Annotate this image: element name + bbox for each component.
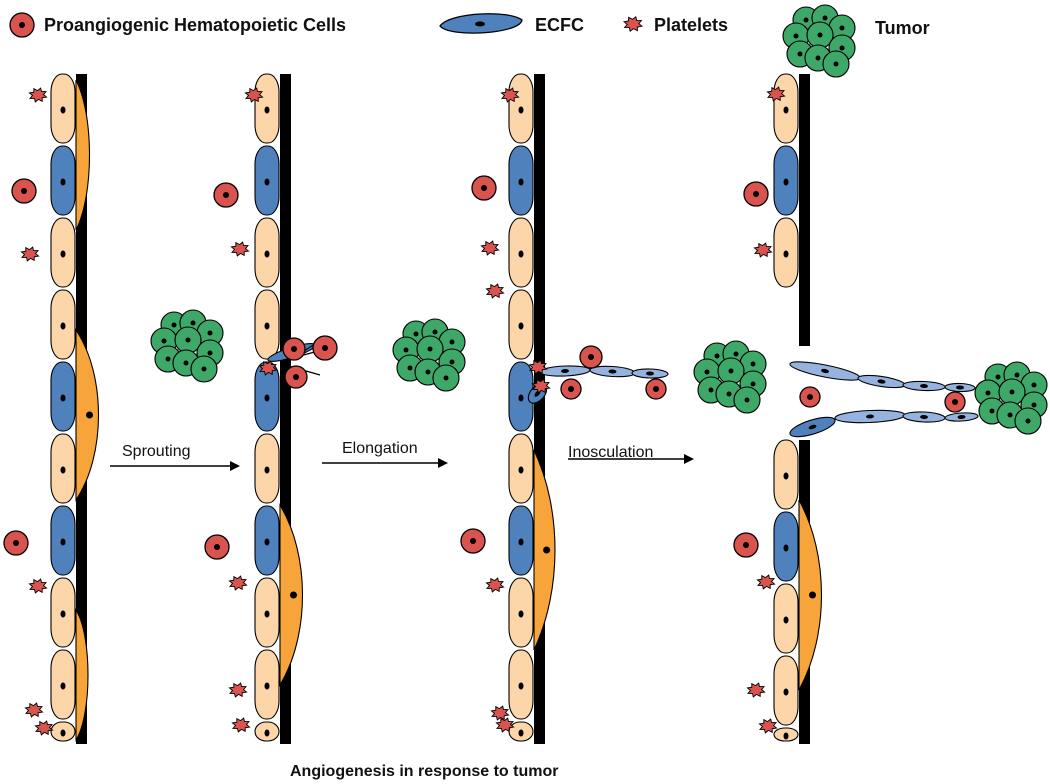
arrowhead-icon [438, 458, 448, 468]
platelet-icon [28, 578, 48, 594]
vessel-wall [534, 74, 545, 744]
platelet-icon [756, 574, 776, 590]
figure-caption: Angiogenesis in response to tumor [290, 763, 558, 780]
hematopoietic-cell-icon [944, 391, 966, 413]
hematopoietic-cell-icon [799, 386, 821, 408]
hematopoietic-cell-icon [645, 378, 667, 400]
hematopoietic-cell-icon [9, 12, 35, 38]
legend-label-hematopoietic: Proangiogenic Hematopoietic Cells [44, 15, 346, 35]
stage-label-elongation: Elongation [342, 440, 418, 457]
hematopoietic-cell-icon [284, 365, 308, 389]
endothelial-cells [50, 73, 76, 742]
tumor-icon [782, 4, 856, 78]
platelet-icon [495, 717, 515, 733]
platelet-icon [766, 86, 786, 102]
pericyte [798, 499, 822, 691]
hematopoietic-cell-icon [11, 178, 37, 204]
pericyte [75, 79, 90, 231]
ecfc-icon [902, 411, 946, 423]
ecfc-icon [589, 365, 636, 378]
tumor-icon [974, 361, 1048, 435]
platelet-icon [244, 87, 264, 103]
hematopoietic-cell-icon [560, 378, 582, 400]
pericyte [279, 503, 303, 687]
vessels-layer [50, 73, 822, 744]
hematopoietic-cell-icon [471, 175, 497, 201]
free-cells-layer [3, 86, 966, 736]
tumor-icon [150, 309, 224, 383]
ecfc-icon [944, 382, 976, 393]
stage-label-sprouting: Sprouting [122, 443, 191, 460]
hematopoietic-cell-icon [460, 528, 486, 554]
legend-label-platelets: Platelets [654, 15, 728, 35]
endothelial-cells [508, 73, 534, 742]
pericyte [533, 449, 556, 651]
platelet-icon [622, 16, 644, 32]
hematopoietic-cell-icon [204, 534, 230, 560]
legend-hematopoietic-icon [9, 12, 35, 38]
ecfc-icon [631, 368, 669, 379]
hematopoietic-cell-icon [213, 182, 239, 208]
platelet-icon [746, 682, 766, 698]
platelet-icon [480, 240, 500, 256]
ecfc-icon [857, 374, 906, 389]
arrow-sprouting: Sprouting [110, 443, 240, 471]
tumors-layer [150, 4, 1048, 435]
platelet-icon [28, 87, 48, 103]
platelet-icon [485, 283, 505, 299]
platelet-icon [490, 705, 510, 721]
platelet-icon [34, 720, 54, 736]
vessel-wall [280, 74, 291, 744]
hematopoietic-cell-icon [282, 337, 306, 361]
platelet-icon [531, 378, 551, 394]
legend-platelet-icon [622, 16, 644, 32]
platelet-icon [753, 242, 773, 258]
ecfc-icon [789, 361, 861, 381]
stage-label-inosculation: Inosculation [568, 444, 653, 461]
platelet-icon [758, 718, 778, 734]
endothelial-cells [773, 73, 799, 742]
arrowhead-icon [684, 454, 694, 464]
legend-label-tumor: Tumor [875, 18, 930, 38]
hematopoietic-cell-icon [733, 532, 759, 558]
sprouts-layer [267, 341, 979, 438]
platelet-icon [24, 702, 44, 718]
platelet-icon [485, 577, 505, 593]
platelet-icon [228, 682, 248, 698]
arrow-elongation: Elongation [322, 440, 448, 468]
platelet-icon [500, 87, 520, 103]
platelet-icon [228, 575, 248, 591]
platelet-icon [528, 359, 548, 375]
ecfc-icon [439, 13, 523, 34]
hematopoietic-cell-icon [743, 181, 769, 207]
legend: Proangiogenic Hematopoietic Cells ECFC P… [9, 12, 930, 38]
platelet-icon [230, 241, 250, 257]
arrowhead-icon [230, 461, 240, 471]
hematopoietic-cell-icon [579, 345, 603, 369]
arrow-inosculation: Inosculation [568, 444, 694, 464]
platelet-icon [258, 360, 278, 376]
legend-ecfc-icon [439, 13, 523, 34]
legend-label-ecfc: ECFC [535, 15, 584, 35]
hematopoietic-cell-icon [312, 335, 338, 361]
ecfc-icon [944, 412, 979, 422]
tumor-icon [693, 340, 767, 414]
hematopoietic-cell-icon [3, 530, 29, 556]
pericyte [75, 608, 89, 742]
ecfc-icon [902, 380, 946, 392]
tumor-icon [392, 318, 466, 392]
platelet-icon [231, 717, 251, 733]
pericyte [75, 328, 100, 502]
ecfc-icon [539, 365, 591, 377]
ecfc-icon [834, 409, 906, 424]
stage-arrows: Sprouting Elongation Inosculation [110, 440, 694, 471]
ecfc-icon [789, 416, 836, 438]
endothelial-cells [254, 73, 280, 742]
platelet-icon [20, 246, 40, 262]
